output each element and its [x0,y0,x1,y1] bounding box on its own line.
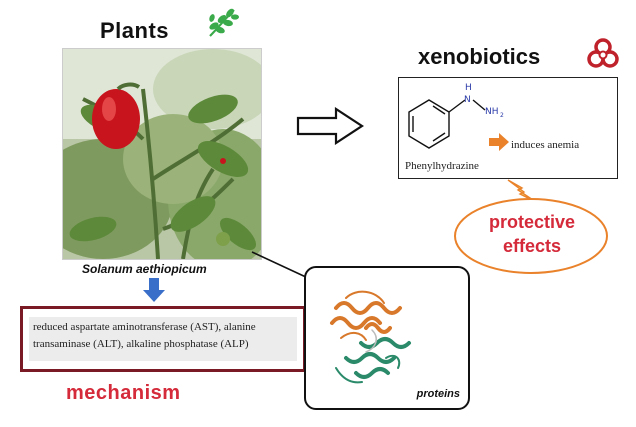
leaf-icon [209,8,239,37]
proteins-label: proteins [416,388,460,400]
xenobiotics-box: H N NH 2 induces anemia Phenylhydrazine [398,77,618,179]
proteins-box: proteins [304,266,470,410]
orange-arrow-icon [489,133,509,151]
compound-name: Phenylhydrazine [405,160,479,172]
mechanism-text: reduced aspartate aminotransferase (AST)… [29,317,297,361]
n-label: N [464,95,471,105]
connector-line [251,251,309,279]
effect-label: induces anemia [511,139,580,151]
species-name: Solanum aethiopicum [82,262,207,276]
plant-photo-illustration [63,49,261,259]
plant-photo [62,48,262,260]
plants-title: Plants [100,18,170,43]
phenylhydrazine-structure: H N NH 2 [408,83,509,151]
protein-structure-illustration [330,290,411,384]
right-arrow [296,107,364,145]
mechanism-label: mechanism [66,382,181,404]
protective-oval [454,198,608,274]
protective-effects-label: protective effects [488,212,576,256]
mechanism-box: reduced aspartate aminotransferase (AST)… [20,306,306,372]
nh2-subscript: 2 [500,112,504,119]
down-arrow [143,278,165,302]
h-label: H [465,83,472,93]
biohazard-icon [587,38,619,68]
xenobiotics-title: xenobiotics [418,44,541,69]
nh2-label: NH [485,107,499,117]
